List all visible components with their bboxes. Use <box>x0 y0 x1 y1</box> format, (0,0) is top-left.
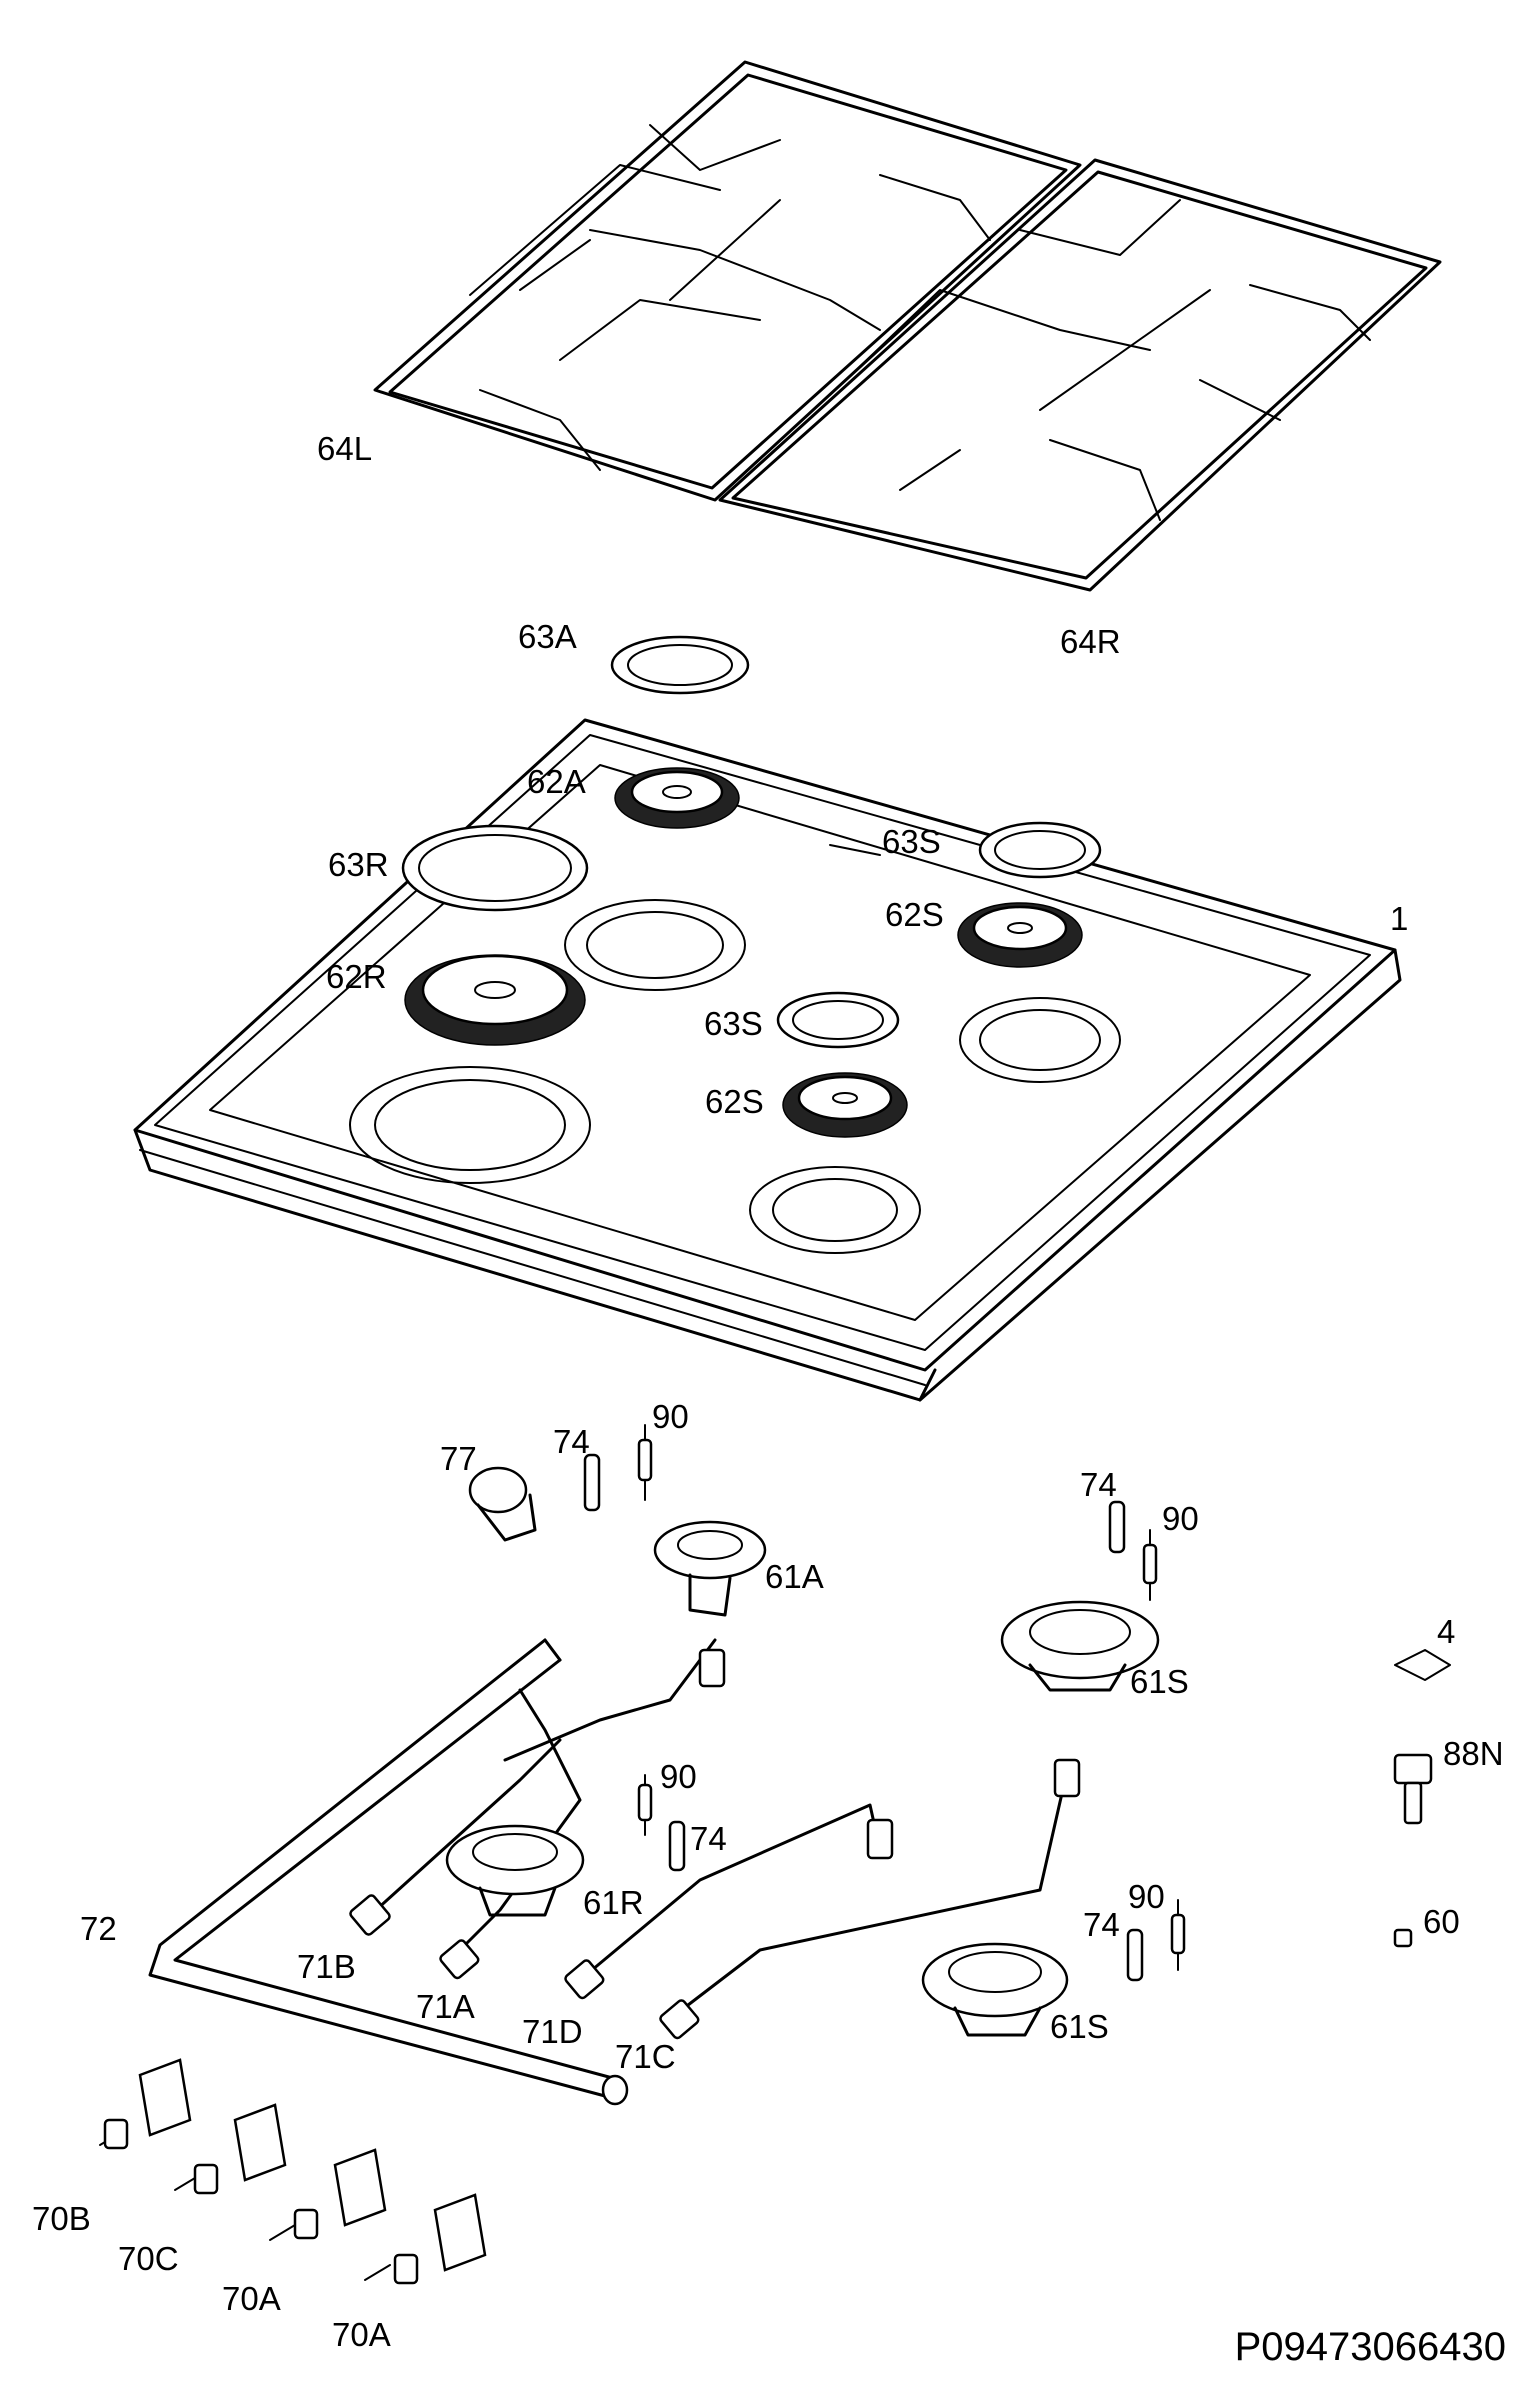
gas-tap-70B <box>99 2058 192 2150</box>
label-4: 4 <box>1437 1613 1456 1650</box>
pipe-71D <box>564 1803 894 2000</box>
gas-tap-70C <box>174 2103 287 2195</box>
thermocouple-74-c <box>668 1820 686 1872</box>
burner-crown-62R <box>404 954 586 1046</box>
burner-body-61S-rear <box>1000 1600 1160 1692</box>
ignition-electrode-90-a <box>637 1424 653 1501</box>
label-63A: 63A <box>518 618 577 655</box>
label-70A-2: 70A <box>332 2316 391 2353</box>
label-74-a: 74 <box>553 1423 590 1460</box>
label-90-a: 90 <box>652 1398 689 1435</box>
label-62A: 62A <box>527 763 586 800</box>
label-62S-front: 62S <box>705 1083 764 1120</box>
label-70A-1: 70A <box>222 2280 281 2317</box>
label-60: 60 <box>1423 1903 1460 1940</box>
hob-top <box>133 718 1402 1402</box>
label-71A: 71A <box>416 1988 475 2025</box>
pipe-71A <box>439 1688 582 1980</box>
burner-cap-63S-front <box>776 991 900 1049</box>
label-71C: 71C <box>615 2038 676 2075</box>
label-62S-rear: 62S <box>885 896 944 933</box>
thermocouple-74-a <box>583 1453 601 1512</box>
label-61S-front: 61S <box>1050 2008 1109 2045</box>
label-90-c: 90 <box>660 1758 697 1795</box>
label-61A: 61A <box>765 1558 824 1595</box>
label-63S-rear: 63S <box>882 823 941 860</box>
label-90-b: 90 <box>1162 1500 1199 1537</box>
label-77: 77 <box>440 1440 477 1477</box>
ignition-electrode-90-d <box>1170 1899 1186 1971</box>
burner-crown-62S-front <box>782 1072 908 1138</box>
label-70B: 70B <box>32 2200 91 2237</box>
nut-60 <box>1393 1928 1413 1948</box>
drawing-code: P09473066430 <box>1234 2325 1506 2369</box>
label-64L: 64L <box>317 430 373 467</box>
injector-88N <box>1393 1753 1433 1825</box>
elbow-connector-77 <box>468 1466 537 1542</box>
burner-body-61R <box>445 1824 585 1917</box>
gas-manifold-72 <box>148 1638 629 2106</box>
pipe-61A-feed <box>503 1638 726 1762</box>
burner-cap-63R <box>401 824 589 912</box>
ignition-electrode-90-c <box>637 1774 653 1836</box>
burner-body-61A <box>653 1520 767 1617</box>
label-1: 1 <box>1390 900 1409 937</box>
label-61R: 61R <box>583 1884 644 1921</box>
label-71B: 71B <box>297 1948 356 1985</box>
pan-support-right <box>718 158 1442 592</box>
label-70C: 70C <box>118 2240 179 2277</box>
label-62R: 62R <box>326 958 387 995</box>
burner-cap-63A <box>610 635 750 695</box>
burner-cap-63S-rear <box>978 821 1102 879</box>
gas-tap-70A-2 <box>364 2193 487 2285</box>
label-71D: 71D <box>522 2013 583 2050</box>
label-74-b: 74 <box>1080 1466 1117 1503</box>
label-88N: 88N <box>1443 1735 1504 1772</box>
thermocouple-74-d <box>1126 1928 1144 1982</box>
label-64R: 64R <box>1060 623 1121 660</box>
pan-support-left <box>373 60 1082 502</box>
label-63S-front: 63S <box>704 1005 763 1042</box>
label-72: 72 <box>80 1910 117 1947</box>
label-63R: 63R <box>328 846 389 883</box>
label-90-d: 90 <box>1128 1878 1165 1915</box>
ignition-electrode-90-b <box>1142 1529 1158 1601</box>
thermocouple-74-b <box>1108 1500 1126 1554</box>
burner-body-61S-front <box>921 1942 1069 2037</box>
clip-4 <box>1394 1649 1451 1681</box>
label-61S-rear: 61S <box>1130 1663 1189 1700</box>
pipe-71C <box>659 1758 1081 2040</box>
pipe-71B <box>349 1738 562 1936</box>
burner-crown-62A <box>614 767 740 829</box>
label-74-c: 74 <box>690 1820 727 1857</box>
gas-tap-70A-1 <box>269 2148 387 2241</box>
label-74-d: 74 <box>1083 1906 1120 1943</box>
burner-crown-62S-rear <box>957 902 1083 968</box>
